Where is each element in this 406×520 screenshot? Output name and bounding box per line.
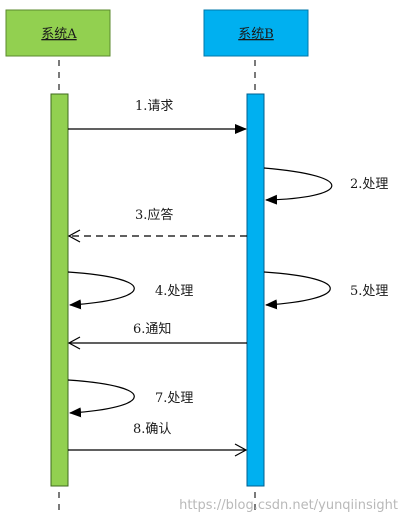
participant-box-system-b bbox=[203, 9, 309, 57]
message-2-label: 2.处理 bbox=[350, 177, 388, 192]
message-7-arrow bbox=[67, 379, 135, 418]
message-7-label: 7.处理 bbox=[155, 391, 193, 406]
activation-bar-system-b bbox=[246, 93, 265, 487]
message-6-head bbox=[67, 336, 81, 350]
activation-bar-system-a bbox=[50, 93, 69, 487]
participant-label-system-b: 系统B bbox=[238, 27, 274, 42]
watermark-text: https://blog.csdn.net/yunqiinsight bbox=[179, 498, 398, 513]
participant-label-system-a: 系统A bbox=[41, 27, 77, 42]
message-3-label: 3.应答 bbox=[135, 207, 173, 223]
message-2-arrow bbox=[263, 167, 333, 205]
message-4-label: 4.处理 bbox=[155, 284, 193, 299]
message-6-label: 6.通知 bbox=[133, 321, 171, 337]
participant-box-system-a bbox=[5, 9, 111, 57]
message-3-head bbox=[67, 229, 81, 243]
message-8-label: 8.确认 bbox=[133, 422, 171, 437]
message-5-label: 5.处理 bbox=[350, 284, 388, 299]
message-1-label: 1.请求 bbox=[135, 99, 173, 114]
message-5-arrow bbox=[263, 271, 331, 310]
message-4-arrow bbox=[67, 271, 135, 310]
message-8-head bbox=[234, 443, 248, 457]
